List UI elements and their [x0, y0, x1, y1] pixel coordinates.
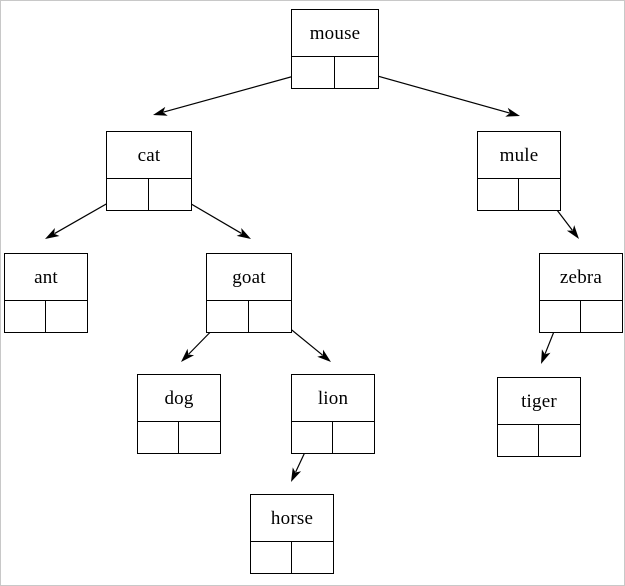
node-pointer-cells: [498, 425, 580, 456]
right-pointer-cell[interactable]: [581, 301, 622, 332]
tree-node-tiger[interactable]: tiger: [497, 377, 581, 457]
node-label: dog: [138, 375, 220, 422]
tree-node-dog[interactable]: dog: [137, 374, 221, 454]
right-pointer-cell[interactable]: [333, 422, 374, 453]
node-pointer-cells: [5, 301, 87, 332]
tree-node-ant[interactable]: ant: [4, 253, 88, 333]
left-pointer-cell[interactable]: [478, 179, 519, 210]
tree-node-horse[interactable]: horse: [250, 494, 334, 574]
node-label: goat: [207, 254, 291, 301]
arrowhead-icon: [181, 348, 195, 362]
right-pointer-cell[interactable]: [335, 57, 378, 88]
tree-node-cat[interactable]: cat: [106, 131, 192, 211]
left-pointer-cell[interactable]: [107, 179, 149, 210]
tree-node-zebra[interactable]: zebra: [539, 253, 623, 333]
node-pointer-cells: [292, 57, 378, 88]
node-label: mule: [478, 132, 560, 179]
node-pointer-cells: [107, 179, 191, 210]
arrowhead-icon: [505, 107, 520, 117]
arrowhead-icon: [45, 228, 60, 239]
right-pointer-cell[interactable]: [46, 301, 87, 332]
left-pointer-cell[interactable]: [498, 425, 539, 456]
node-label: tiger: [498, 378, 580, 425]
arrowhead-icon: [291, 467, 302, 482]
left-pointer-cell[interactable]: [292, 57, 335, 88]
arrowhead-icon: [153, 106, 168, 116]
arrowhead-icon: [236, 227, 251, 239]
node-label: lion: [292, 375, 374, 422]
node-label: ant: [5, 254, 87, 301]
arrowhead-icon: [541, 349, 551, 364]
tree-node-lion[interactable]: lion: [291, 374, 375, 454]
node-pointer-cells: [138, 422, 220, 453]
node-pointer-cells: [251, 542, 333, 573]
node-label: horse: [251, 495, 333, 542]
edge-mouse-to-mule: [355, 69, 520, 117]
edge-line: [355, 69, 510, 114]
node-label: mouse: [292, 10, 378, 57]
tree-node-mule[interactable]: mule: [477, 131, 561, 211]
node-pointer-cells: [207, 301, 291, 332]
left-pointer-cell[interactable]: [251, 542, 292, 573]
right-pointer-cell[interactable]: [179, 422, 220, 453]
right-pointer-cell[interactable]: [539, 425, 580, 456]
node-label: zebra: [540, 254, 622, 301]
left-pointer-cell[interactable]: [540, 301, 581, 332]
left-pointer-cell[interactable]: [292, 422, 333, 453]
right-pointer-cell[interactable]: [292, 542, 333, 573]
right-pointer-cell[interactable]: [149, 179, 191, 210]
node-pointer-cells: [478, 179, 560, 210]
node-pointer-cells: [292, 422, 374, 453]
right-pointer-cell[interactable]: [519, 179, 560, 210]
arrowhead-icon: [566, 225, 579, 239]
tree-node-goat[interactable]: goat: [206, 253, 292, 333]
node-label: cat: [107, 132, 191, 179]
tree-node-mouse[interactable]: mouse: [291, 9, 379, 89]
right-pointer-cell[interactable]: [249, 301, 291, 332]
arrowhead-icon: [317, 349, 331, 362]
left-pointer-cell[interactable]: [138, 422, 179, 453]
node-pointer-cells: [540, 301, 622, 332]
left-pointer-cell[interactable]: [207, 301, 249, 332]
left-pointer-cell[interactable]: [5, 301, 46, 332]
